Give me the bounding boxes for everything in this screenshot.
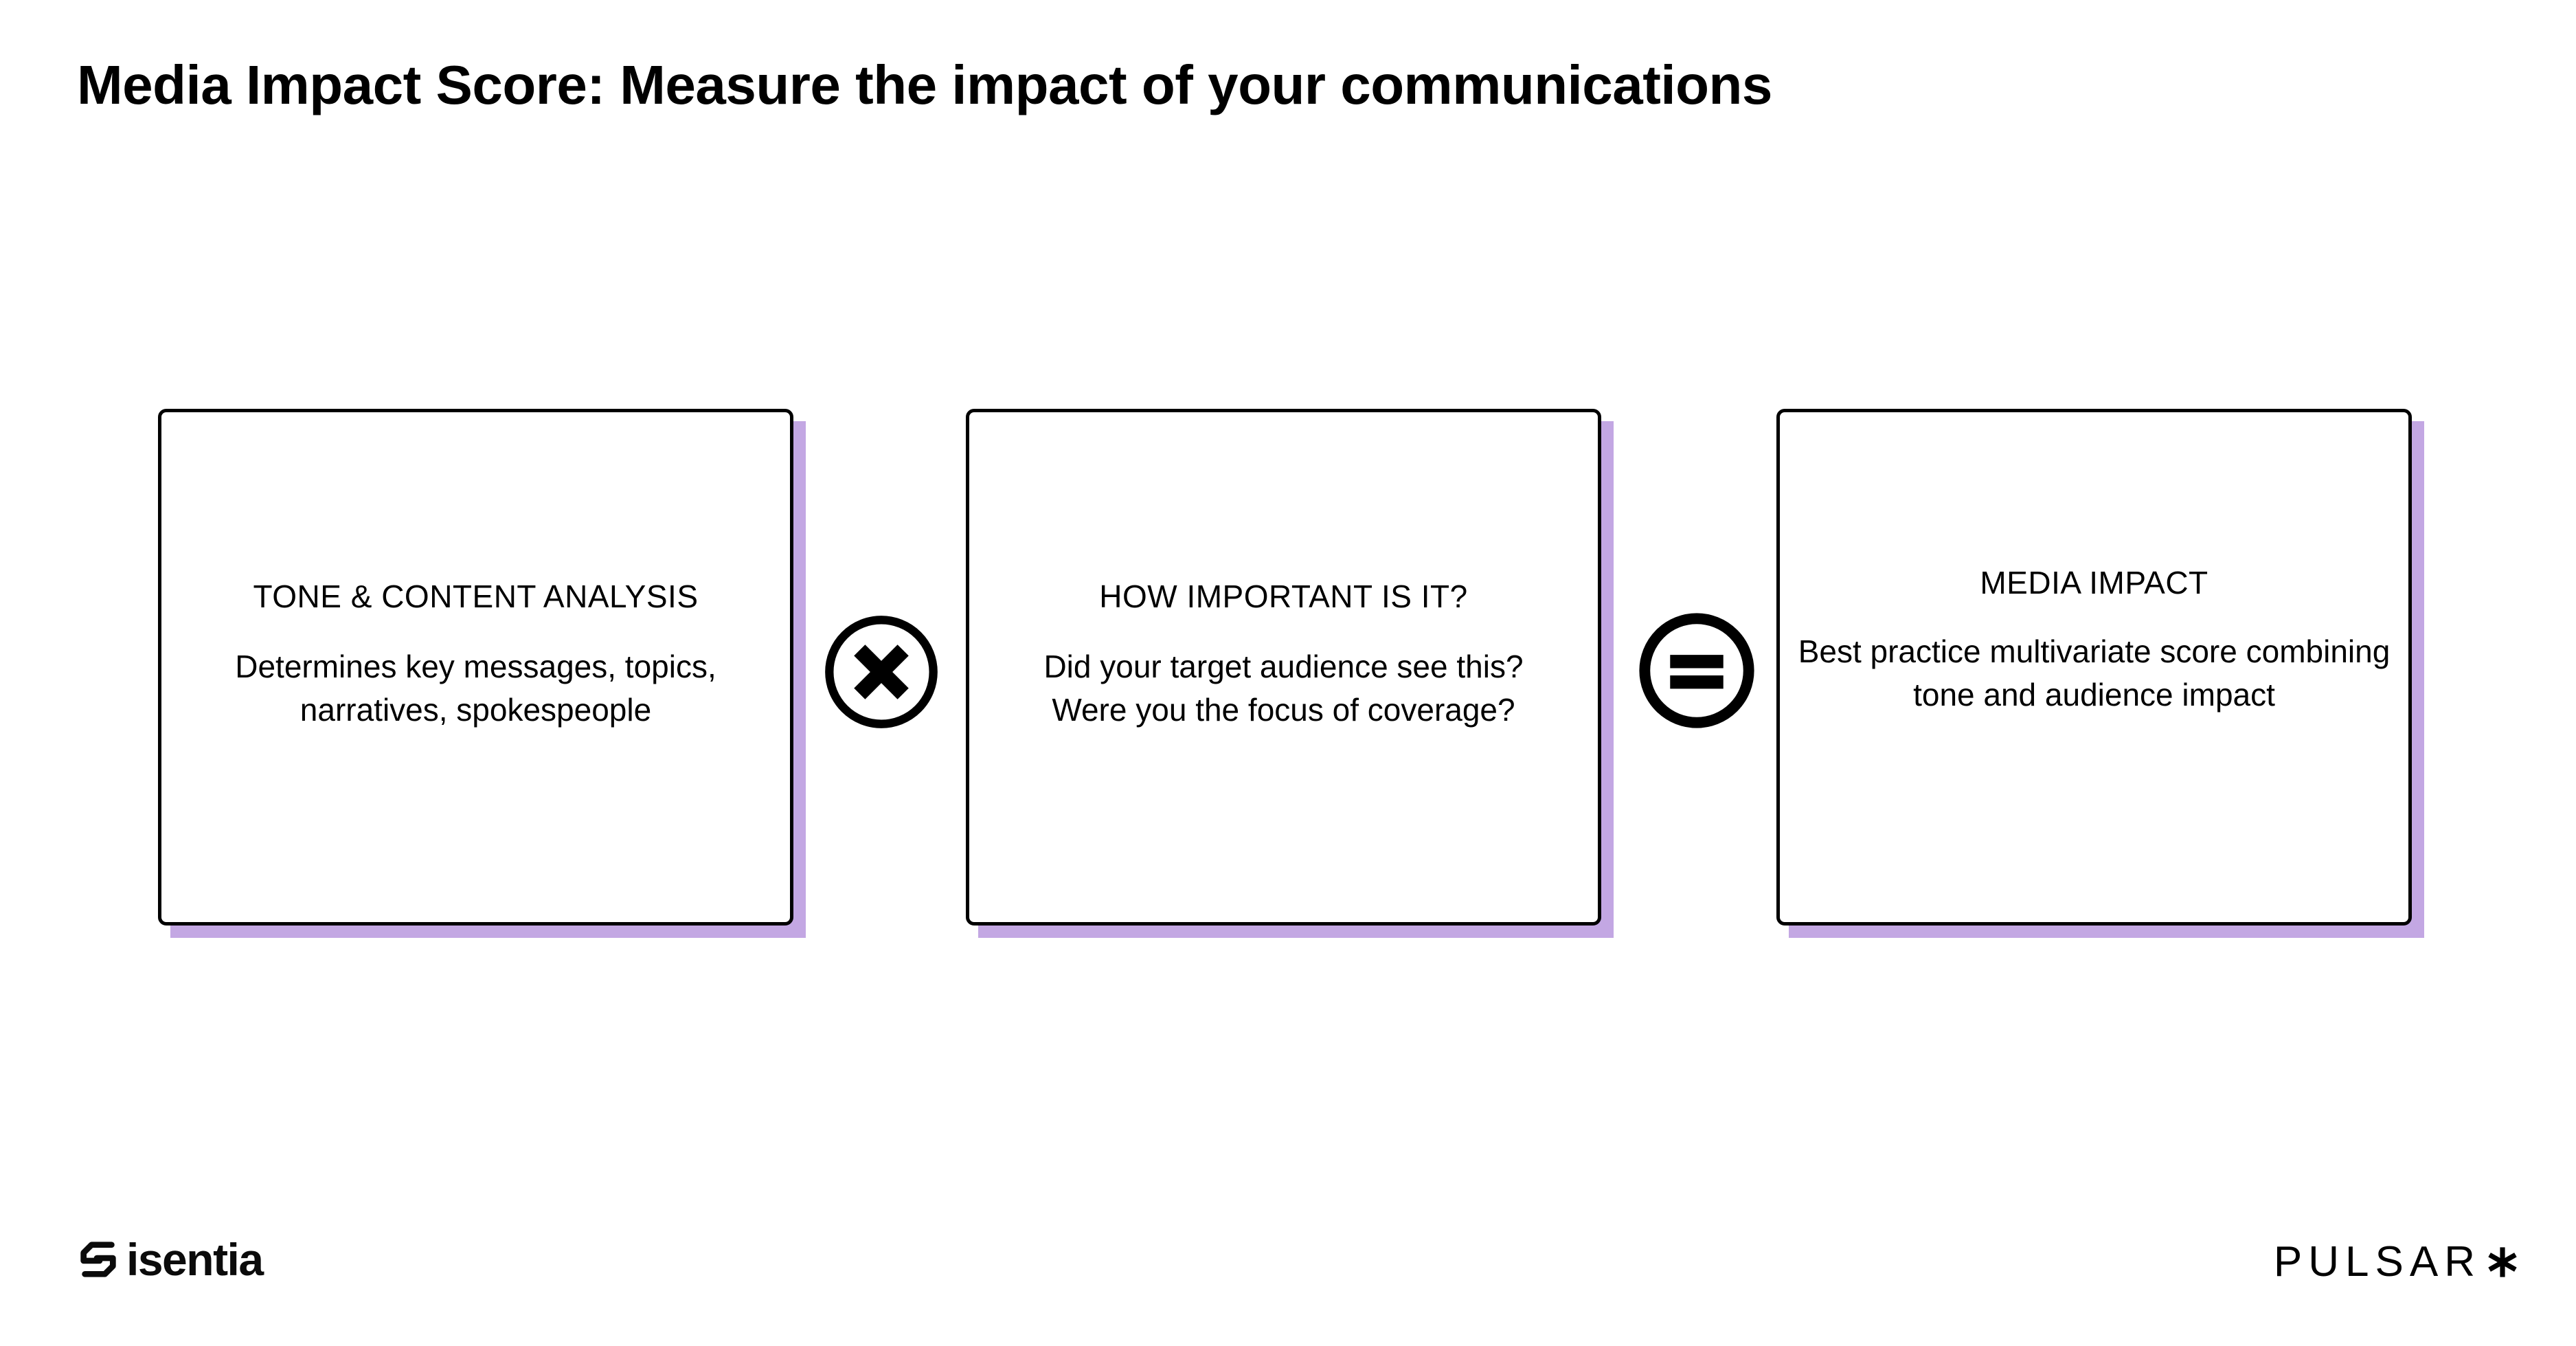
- card-body-line: Did your target audience see this?: [1043, 648, 1524, 684]
- card-body: Did your target audience see this? Were …: [1043, 645, 1523, 732]
- card-body: Best practice multivariate score combini…: [1798, 633, 2391, 713]
- operator-equals: [1636, 610, 1757, 731]
- media-impact-formula-diagram: TONE & CONTENT ANALYSIS Determines key m…: [0, 409, 2576, 945]
- card-body: Determines key messages, topics, narrati…: [235, 648, 716, 728]
- page-title: Media Impact Score: Measure the impact o…: [77, 54, 1772, 115]
- pulsar-logo: PULSAR: [2274, 1241, 2521, 1283]
- card-title: MEDIA IMPACT: [1980, 565, 2208, 601]
- asterisk-icon: [2488, 1247, 2517, 1277]
- operator-multiply: [821, 612, 942, 732]
- circle-times-icon: [825, 616, 938, 728]
- card-media-impact: MEDIA IMPACT Best practice multivariate …: [1776, 409, 2424, 938]
- card-surface: HOW IMPORTANT IS IT? Did your target aud…: [966, 409, 1601, 926]
- card-how-important-is-it: HOW IMPORTANT IS IT? Did your target aud…: [966, 409, 1614, 938]
- card-body-line: Were you the focus of coverage?: [1052, 692, 1515, 728]
- card-surface: TONE & CONTENT ANALYSIS Determines key m…: [158, 409, 793, 926]
- card-surface: MEDIA IMPACT Best practice multivariate …: [1776, 409, 2412, 926]
- card-tone-content-analysis: TONE & CONTENT ANALYSIS Determines key m…: [158, 409, 806, 938]
- circle-equals-icon: [1639, 613, 1754, 728]
- pulsar-wordmark: PULSAR: [2273, 1238, 2481, 1286]
- isentia-wordmark: isentia: [126, 1234, 264, 1285]
- card-title: TONE & CONTENT ANALYSIS: [253, 579, 699, 614]
- card-title: HOW IMPORTANT IS IT?: [1099, 579, 1468, 614]
- isentia-mark-icon: [80, 1242, 116, 1277]
- isentia-logo: isentia: [77, 1234, 264, 1285]
